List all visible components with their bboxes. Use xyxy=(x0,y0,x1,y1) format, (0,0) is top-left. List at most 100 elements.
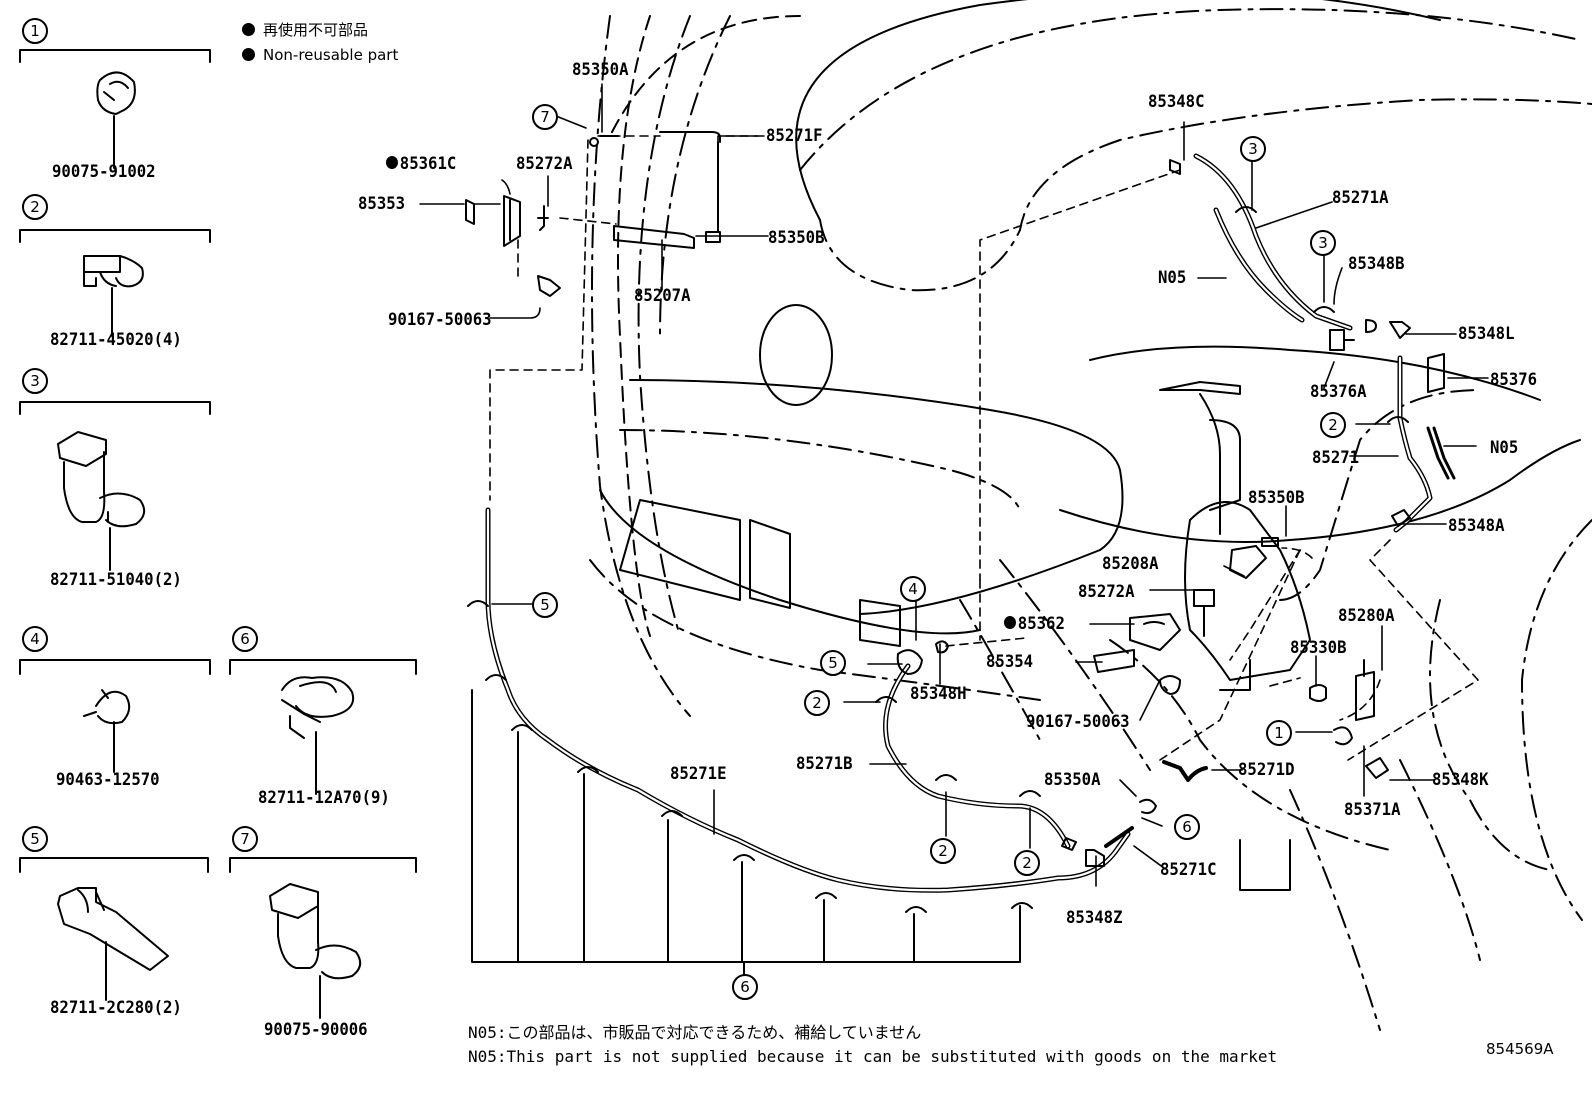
part-label-90167-50063-mid[interactable]: 90167-50063 xyxy=(1026,712,1130,732)
legend-jp-text: 再使用不可部品 xyxy=(263,21,369,39)
clip-box-index: 5 xyxy=(22,826,48,852)
callout-number: 1 xyxy=(1266,720,1292,746)
clip-box-index: 2 xyxy=(22,194,48,220)
clip-box-5 xyxy=(19,857,209,1001)
part-label-85208A[interactable]: 85208A xyxy=(1102,554,1159,574)
callout-number: 2 xyxy=(1320,412,1346,438)
callout-number: 5 xyxy=(532,592,558,618)
part-label-85348H[interactable]: 85348H xyxy=(910,684,967,704)
part-label-85350B-mid[interactable]: 85350B xyxy=(1248,488,1305,508)
callout-number: 2 xyxy=(930,838,956,864)
clip-part-number[interactable]: 82711-45020(4) xyxy=(50,330,182,350)
part-label-85353[interactable]: 85353 xyxy=(358,194,406,214)
legend-jp: 再使用不可部品 xyxy=(242,20,368,40)
note-jp: N05:この部品は、市販品で対応できるため、補給していません xyxy=(468,1023,922,1042)
non-reusable-dot-icon xyxy=(386,156,398,169)
clip-3-icon xyxy=(57,431,146,528)
part-label-85371A[interactable]: 85371A xyxy=(1344,800,1401,820)
clip-1-icon xyxy=(96,71,136,115)
part-label-85350A-low[interactable]: 85350A xyxy=(1044,770,1101,790)
part-label-85271F[interactable]: 85271F xyxy=(766,126,823,146)
hose-clips xyxy=(467,206,1409,913)
clip-part-number[interactable]: 90463-12570 xyxy=(56,770,160,790)
clip-part-number[interactable]: 90075-90006 xyxy=(264,1020,368,1040)
hose-85271D xyxy=(1162,760,1208,782)
clip-box-2 xyxy=(19,229,211,337)
callout-number: 6 xyxy=(1174,814,1200,840)
clip-part-number[interactable]: 82711-2C280(2) xyxy=(50,998,182,1018)
clip-box-3 xyxy=(19,401,211,571)
hose-85271E-inner xyxy=(486,508,1130,892)
diagram-reference-number: 854569A xyxy=(1486,1040,1554,1058)
clip-box-index: 6 xyxy=(232,626,258,652)
part-label-85271D[interactable]: 85271D xyxy=(1238,760,1295,780)
part-label-85354[interactable]: 85354 xyxy=(986,652,1034,672)
callout-number: 2 xyxy=(1014,850,1040,876)
non-reusable-dot-icon xyxy=(242,23,255,36)
right-parts xyxy=(935,159,1445,867)
part-label-85361C[interactable]: 85361C xyxy=(386,154,456,174)
part-label-85348B[interactable]: 85348B xyxy=(1348,254,1405,274)
clip-7-icon xyxy=(269,883,362,980)
part-label-text: 85361C xyxy=(399,154,457,174)
legend-en-text: Non-reusable part xyxy=(263,46,399,64)
clip-box-index: 1 xyxy=(22,18,48,44)
part-label-85207A[interactable]: 85207A xyxy=(634,286,691,306)
clip-part-number[interactable]: 82711-12A70(9) xyxy=(258,788,390,808)
clip-part-number[interactable]: 90075-91002 xyxy=(52,162,156,182)
note-en: N05:This part is not supplied because it… xyxy=(468,1047,1278,1066)
callout-number: 7 xyxy=(532,104,558,130)
hose-85271C xyxy=(1104,826,1134,848)
clip-box-4 xyxy=(19,659,211,773)
part-label-85348L[interactable]: 85348L xyxy=(1458,324,1515,344)
part-label-85272A[interactable]: 85272A xyxy=(516,154,573,174)
part-label-85348C[interactable]: 85348C xyxy=(1148,92,1205,112)
part-label-text: 85362 xyxy=(1017,614,1065,634)
clip-box-6 xyxy=(229,659,417,795)
part-label-85350A[interactable]: 85350A xyxy=(572,60,629,80)
clip-4-icon xyxy=(83,689,131,725)
part-label-85348Z[interactable]: 85348Z xyxy=(1066,908,1123,928)
non-reusable-dot-icon xyxy=(1004,616,1016,629)
part-label-90167-50063[interactable]: 90167-50063 xyxy=(388,310,492,330)
clip-box-index: 7 xyxy=(232,826,258,852)
part-label-85271[interactable]: 85271 xyxy=(1312,448,1360,468)
guide-lines xyxy=(419,83,1479,761)
clip-2-icon xyxy=(83,255,144,288)
part-label-N05[interactable]: N05 xyxy=(1158,268,1187,288)
clip-6-icon xyxy=(281,676,354,739)
part-label-85376A[interactable]: 85376A xyxy=(1310,382,1367,402)
washer-tank xyxy=(1159,381,1311,691)
callout-number: 3 xyxy=(1310,230,1336,256)
part-label-85330B[interactable]: 85330B xyxy=(1290,638,1347,658)
part-label-85348K[interactable]: 85348K xyxy=(1432,770,1489,790)
legend-en: Non-reusable part xyxy=(242,45,398,65)
clip-box-7 xyxy=(229,857,417,1019)
callout-number: 4 xyxy=(900,576,926,602)
part-label-N05-right[interactable]: N05 xyxy=(1490,438,1519,458)
part-label-85271B[interactable]: 85271B xyxy=(796,754,853,774)
part-label-85271C[interactable]: 85271C xyxy=(1160,860,1217,880)
clip-box-1 xyxy=(19,49,211,169)
non-reusable-dot-icon xyxy=(242,48,255,61)
part-label-85272A-mid[interactable]: 85272A xyxy=(1078,582,1135,602)
callout-number: 3 xyxy=(1240,136,1266,162)
car-body-outline xyxy=(589,0,1592,1031)
part-label-85271E[interactable]: 85271E xyxy=(670,764,727,784)
nozzle-assembly-top xyxy=(465,131,721,297)
hose-N05-right xyxy=(1426,426,1456,480)
clip-box-index: 4 xyxy=(22,626,48,652)
part-label-85362[interactable]: 85362 xyxy=(1004,614,1065,634)
label-leaders xyxy=(491,115,1489,887)
part-label-85350B[interactable]: 85350B xyxy=(768,228,825,248)
part-label-85376[interactable]: 85376 xyxy=(1490,370,1538,390)
part-label-85280A[interactable]: 85280A xyxy=(1338,606,1395,626)
clip-part-number[interactable]: 82711-51040(2) xyxy=(50,570,182,590)
callout-number: 5 xyxy=(820,650,846,676)
part-label-85348A[interactable]: 85348A xyxy=(1448,516,1505,536)
callout-number: 2 xyxy=(804,690,830,716)
bottom-bracket xyxy=(471,689,1021,975)
clip-5-icon xyxy=(57,887,169,971)
part-label-85271A[interactable]: 85271A xyxy=(1332,188,1389,208)
